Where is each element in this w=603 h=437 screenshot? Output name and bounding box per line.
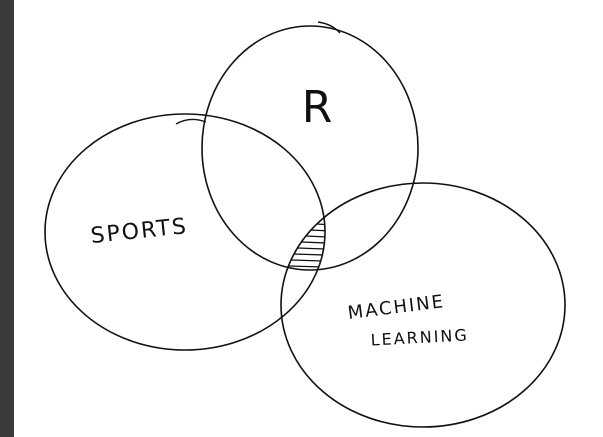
hatch-line [310, 229, 325, 233]
left-dark-border [0, 0, 14, 437]
hatch-line [316, 223, 325, 227]
hatch-line [331, 212, 340, 214]
hatch-line [286, 272, 340, 274]
hatch-line [293, 253, 325, 257]
r-circle-pen-flick [317, 21, 341, 34]
r-label: R [302, 82, 335, 133]
hatch-line [323, 217, 325, 221]
machine-learning-circle [280, 182, 566, 428]
learning-label: LEARNING [370, 325, 469, 349]
sports-label: SPORTS [89, 214, 189, 249]
hatch-line [301, 241, 325, 245]
hatch-line [290, 259, 325, 263]
triple-intersection-hatch [286, 212, 340, 274]
machine-label: MACHINE [347, 291, 447, 324]
hatch-line [288, 265, 325, 269]
hatch-line [305, 235, 325, 239]
r-circle [201, 25, 419, 271]
sports-circle [44, 113, 326, 351]
sports-circle-pen-flick [175, 118, 207, 125]
hatch-line [297, 247, 325, 251]
